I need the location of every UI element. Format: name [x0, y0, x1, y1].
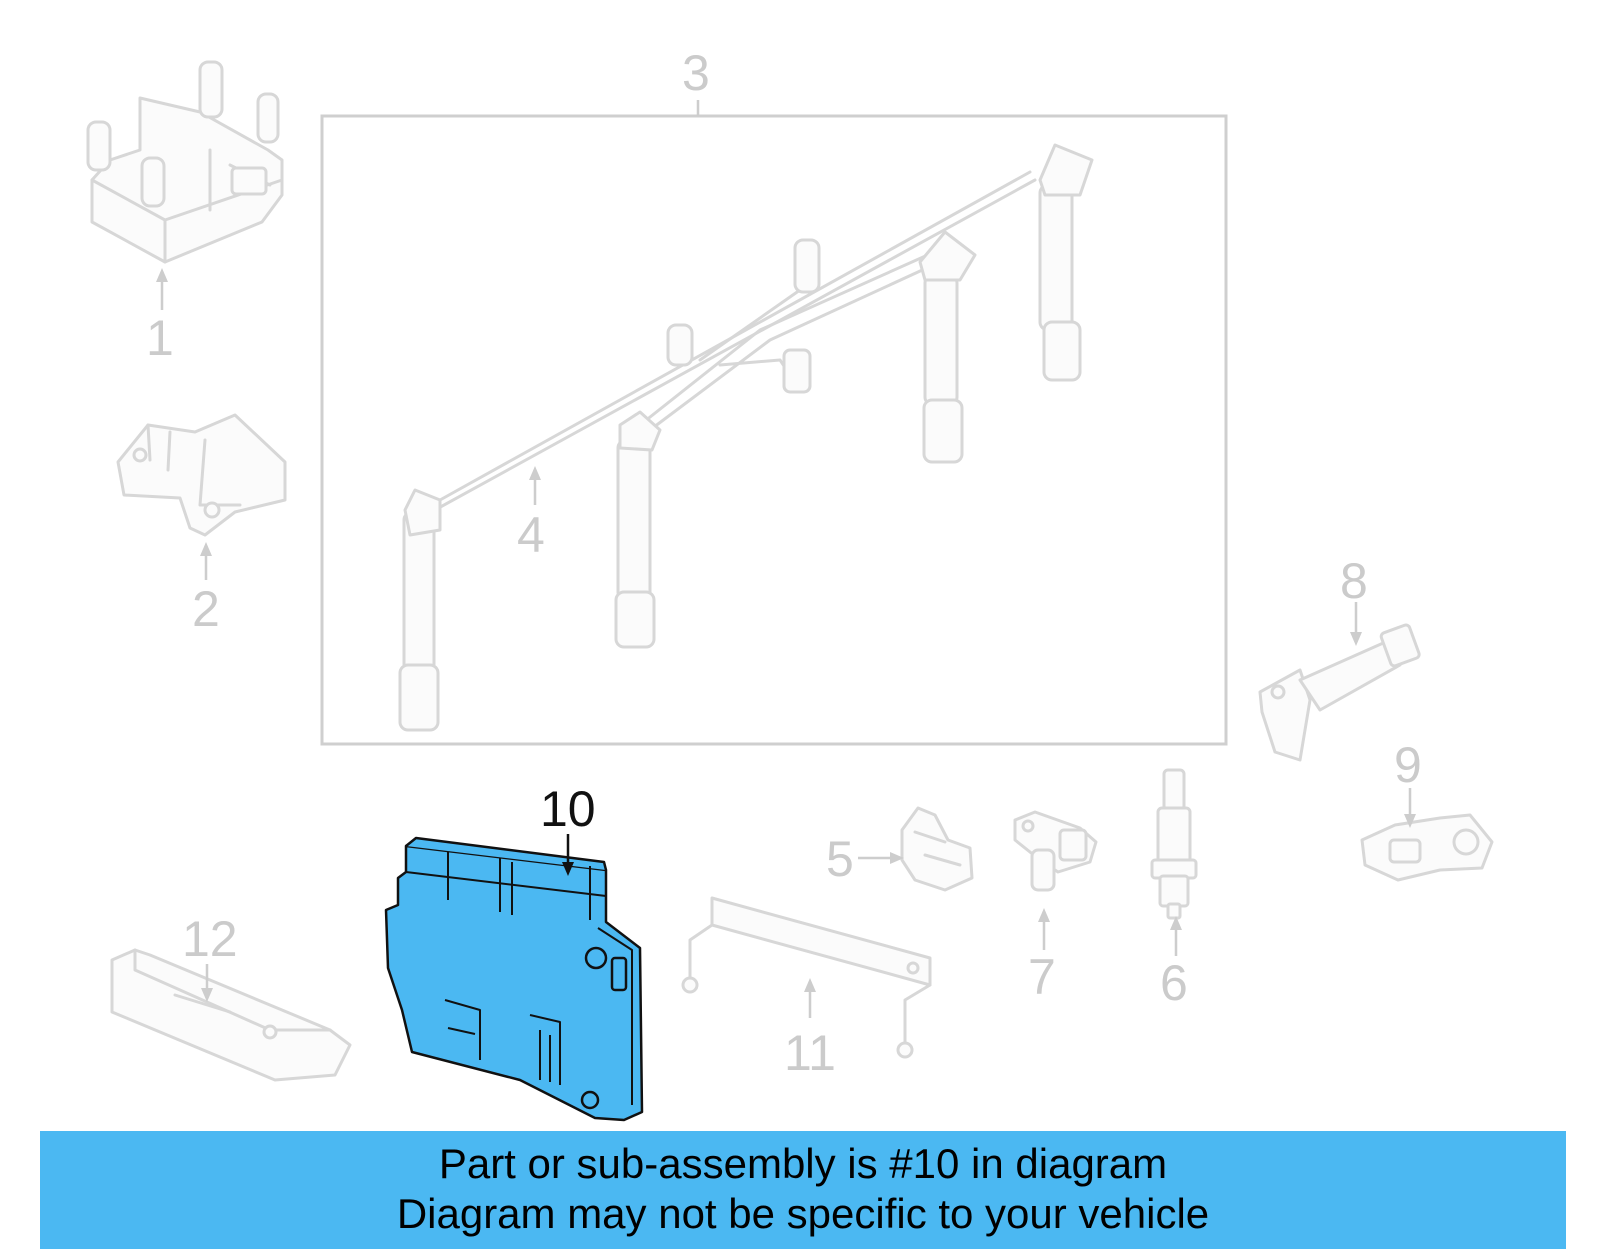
callout-11-arrow — [804, 978, 816, 1018]
callout-1-label: 1 — [146, 310, 174, 366]
part-6-spark-plug[interactable] — [1150, 768, 1198, 920]
callout-11-label: 11 — [784, 1025, 836, 1081]
part-3-wire-set-frame[interactable] — [320, 100, 1228, 746]
callout-10-label: 10 — [540, 781, 596, 837]
callout-5-label: 5 — [826, 831, 854, 887]
callout-12-label: 12 — [182, 911, 238, 967]
callout-7-label: 7 — [1028, 949, 1056, 1005]
callout-4-arrow — [529, 466, 541, 505]
banner-line-1: Part or sub-assembly is #10 in diagram — [438, 1140, 1168, 1187]
callout-12-arrow — [201, 964, 213, 1002]
callout-8-arrow — [1350, 602, 1362, 646]
part-10-control-module[interactable] — [384, 836, 644, 1122]
callout-4-label: 4 — [517, 507, 545, 563]
banner-line-2: Diagram may not be specific to your vehi… — [396, 1190, 1210, 1237]
part-7-sensor[interactable] — [1013, 810, 1098, 892]
callout-8-label: 8 — [1340, 553, 1368, 609]
callout-5-arrow — [858, 852, 904, 864]
part-12-bracket[interactable] — [110, 948, 352, 1082]
part-11-bracket[interactable] — [681, 896, 932, 1059]
part-2-bracket[interactable] — [116, 413, 287, 537]
callout-6-label: 6 — [1160, 955, 1188, 1011]
callout-9-label: 9 — [1394, 737, 1422, 793]
info-banner: Part or sub-assembly is #10 in diagram D… — [40, 1131, 1566, 1249]
part-1-ignition-coil[interactable] — [86, 60, 284, 264]
callout-9-arrow — [1404, 788, 1416, 828]
callout-2-arrow — [200, 542, 212, 580]
callout-7-arrow — [1038, 908, 1050, 950]
callout-1-arrow — [156, 268, 168, 310]
callout-2-label: 2 — [192, 581, 220, 637]
part-5-clip[interactable] — [900, 806, 974, 892]
callout-3-label: 3 — [682, 45, 710, 101]
part-9-knock-sensor[interactable] — [1360, 813, 1494, 882]
part-8-sensor[interactable] — [1258, 623, 1421, 762]
callout-6-arrow — [1170, 916, 1182, 956]
callout-10-arrow — [562, 834, 574, 876]
part-4-ignition-wires[interactable] — [398, 143, 1094, 732]
